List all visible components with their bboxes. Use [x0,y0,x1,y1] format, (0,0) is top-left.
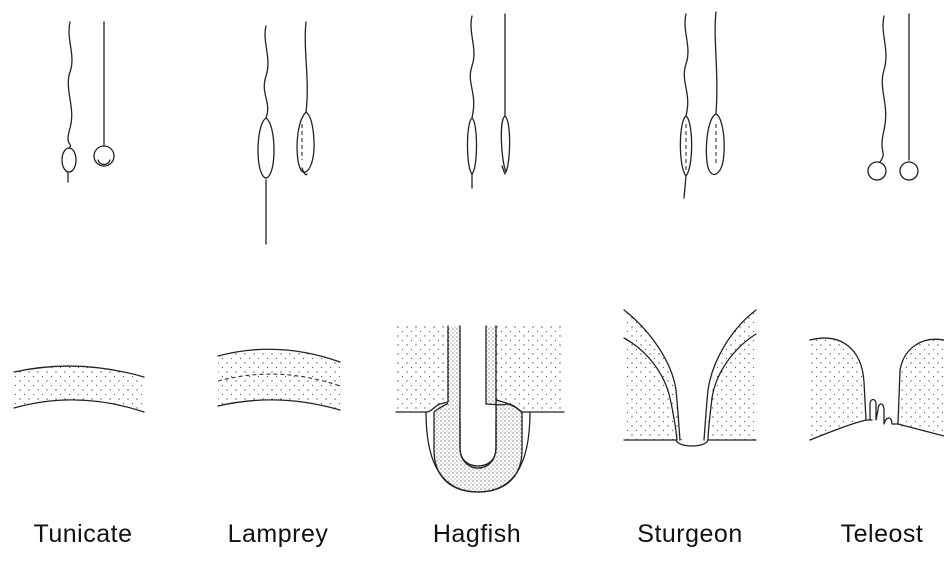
tunicate-chorion [14,366,144,412]
label-lamprey: Lamprey [198,520,358,549]
lamprey-chorion [218,349,340,410]
label-tunicate: Tunicate [3,520,163,549]
label-sturgeon: Sturgeon [610,520,770,549]
hagfish-micropyle [396,326,564,492]
teleost-micropyle [810,338,944,440]
lamprey-sperm-pair [258,22,314,244]
teleost-sperm-pair [868,14,918,180]
hagfish-sperm-pair [468,14,510,188]
sturgeon-sperm-pair [680,12,724,198]
label-hagfish: Hagfish [397,520,557,549]
label-teleost: Teleost [802,520,944,549]
tunicate-sperm-pair [62,22,114,182]
sturgeon-micropyle [624,310,756,446]
